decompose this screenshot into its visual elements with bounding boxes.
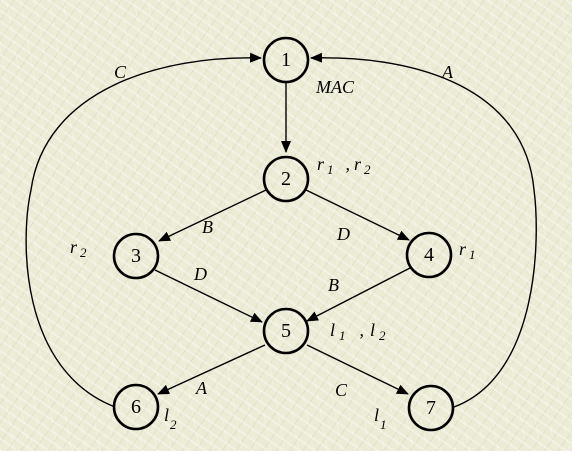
node-3: 3 bbox=[112, 232, 160, 280]
annotation-node-1: MAC bbox=[315, 77, 355, 97]
node-5-label: 5 bbox=[281, 320, 291, 342]
edge-3-5 bbox=[154, 269, 263, 323]
edge-label-2-4: D bbox=[336, 224, 350, 244]
node-2: 2 bbox=[262, 155, 310, 203]
node-6: 6 bbox=[112, 383, 160, 431]
node-7: 7 bbox=[407, 384, 455, 432]
edge-7-1 bbox=[310, 52, 537, 408]
node-4-label: 4 bbox=[424, 244, 434, 266]
edge-label-5-7: C bbox=[335, 380, 348, 400]
edge-5-6 bbox=[157, 344, 266, 395]
annotation-node-7: l1 bbox=[374, 405, 387, 432]
edge-label-7-1: A bbox=[441, 62, 454, 82]
node-4: 4 bbox=[405, 231, 453, 279]
edge-6-1 bbox=[25, 52, 262, 408]
edge-label-5-6: A bbox=[195, 378, 208, 398]
edge-2-4 bbox=[305, 189, 410, 241]
edge-label-2-3: B bbox=[202, 217, 213, 237]
node-6-label: 6 bbox=[131, 396, 141, 418]
edge-2-3 bbox=[158, 189, 267, 242]
node-2-label: 2 bbox=[281, 168, 291, 190]
annotation-node-6: l2 bbox=[164, 405, 177, 432]
edge-5-7 bbox=[306, 344, 409, 395]
edge-label-3-5: D bbox=[193, 264, 207, 284]
edge-label-6-1: C bbox=[114, 62, 127, 82]
node-1-label: 1 bbox=[281, 49, 291, 71]
edge-4-5 bbox=[306, 267, 411, 322]
node-7-label: 7 bbox=[426, 397, 436, 419]
node-5: 5 bbox=[262, 307, 310, 355]
node-1: 1 bbox=[262, 36, 310, 84]
node-3-label: 3 bbox=[131, 245, 141, 267]
edge-label-4-5: B bbox=[328, 275, 339, 295]
